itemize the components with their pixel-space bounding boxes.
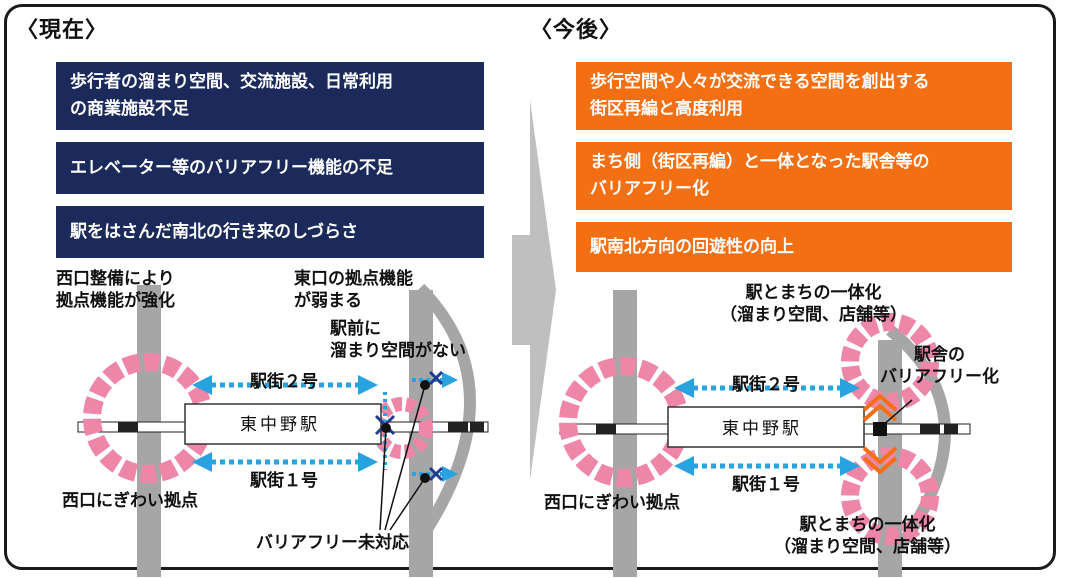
issue-box-2: エレベーター等のバリアフリー機能の不足 [56,142,484,194]
right-label-integration-bottom: 駅とまちの一体化 （溜まり空間、店舗等） [774,515,961,557]
left-pointer-lines [379,384,426,531]
right-top-ring [841,313,939,411]
issue-text-2: エレベーター等のバリアフリー機能の不足 [70,157,393,178]
right-orange-arrows [862,393,898,475]
right-map [559,290,971,577]
right-station-box [667,406,865,448]
right-heading: 〈今後〉 [530,18,623,43]
issue-text-1: 歩行者の溜まり空間、交流施設、日常利用 の商業施設不足 [70,72,393,119]
right-rail-dashes [596,424,958,434]
right-label-west-hub: 西口にぎわい拠点 [544,493,680,513]
right-label-station-bf: 駅舎の バリアフリー化 [880,345,999,387]
plan-text-1: 歩行空間や人々が交流できる空間を創出する 街区再編と高度利用 [590,72,930,119]
right-bf-pointer [881,399,913,427]
left-map [77,283,489,577]
left-label-street2: 駅街２号 [250,372,318,392]
left-rail-dashes [118,422,484,432]
issue-box-1: 歩行者の溜まり空間、交流施設、日常利用 の商業施設不足 [56,62,484,130]
left-label-no-space: 駅前に 溜まり空間がない [330,319,466,361]
right-label-street1: 駅街１号 [732,475,800,495]
right-label-street2: 駅街２号 [732,375,800,395]
issue-text-3: 駅をはさんだ南北の行き来のしづらさ [70,221,358,242]
left-label-east-weaken: 東口の拠点機能 が弱まる [294,269,413,311]
left-east-curve-road [415,283,476,544]
left-label-west-hub: 西口にぎわい拠点 [62,491,198,511]
left-pointer-dots [381,380,430,483]
right-label-station: 東中野駅 [722,419,802,439]
left-label-not-barrier-free: バリアフリー未対応 [256,533,409,553]
right-label-integration-top: 駅とまちの一体化 （溜まり空間、店舗等） [720,283,907,325]
plan-box-1: 歩行空間や人々が交流できる空間を創出する 街区再編と高度利用 [576,62,1012,130]
left-east-ring [371,397,433,459]
left-station-box [184,403,382,445]
plan-text-3: 駅南北方向の回遊性の向上 [590,236,794,257]
left-heading: 〈現在〉 [16,18,109,43]
plan-box-3: 駅南北方向の回遊性の向上 [576,222,1012,272]
left-label-street1: 駅街１号 [250,471,318,491]
plan-box-2: まち側（街区再編）と一体となった駅舎等の バリアフリー化 [576,142,1012,210]
plan-text-2: まち側（街区再編）と一体となった駅舎等の バリアフリー化 [590,152,930,199]
outer-frame [4,4,1056,570]
right-bottom-ring [841,447,939,545]
issue-box-3: 駅をはさんだ南北の行き来のしづらさ [56,206,484,258]
left-label-station: 東中野駅 [240,415,320,435]
left-label-west-strengthen: 西口整備により 拠点機能が強化 [56,269,175,311]
transition-arrow [512,100,556,480]
